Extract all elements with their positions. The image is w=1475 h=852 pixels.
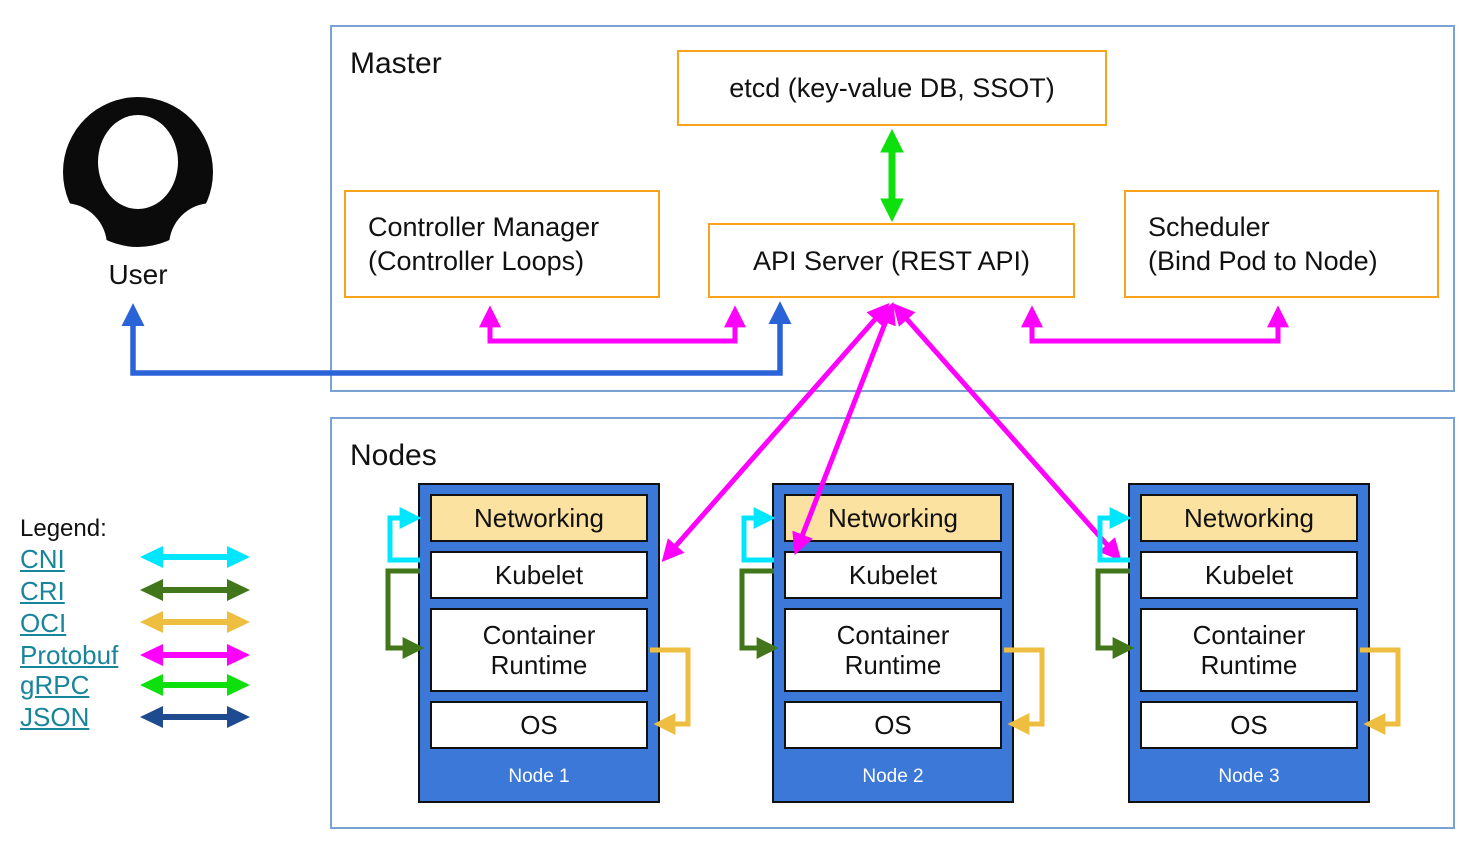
- user-label: User: [108, 259, 168, 290]
- node-3-kubelet-layer: Kubelet: [1140, 551, 1358, 599]
- node-2-label: Node 2: [862, 766, 924, 787]
- nodes-title: Nodes: [350, 439, 437, 472]
- legend-link-protobuf[interactable]: Protobuf: [20, 640, 119, 670]
- legend-title: Legend:: [20, 515, 107, 542]
- scheduler-label-line1: Scheduler: [1148, 212, 1270, 242]
- node-2-networking-layer: Networking: [784, 494, 1002, 542]
- legend-link-grpc[interactable]: gRPC: [20, 670, 90, 700]
- etcd-box: etcd (key-value DB, SSOT): [677, 50, 1107, 126]
- scheduler-label-line2: (Bind Pod to Node): [1148, 246, 1378, 276]
- controller-manager-label-line1: Controller Manager: [368, 212, 600, 242]
- legend-arrow-json: [140, 706, 250, 728]
- etcd-label: etcd (key-value DB, SSOT): [729, 73, 1055, 103]
- node-2-os-layer: OS: [784, 701, 1002, 749]
- legend-link-cri[interactable]: CRI: [20, 576, 65, 606]
- user-avatar-icon: [60, 97, 216, 251]
- legend-arrow-grpc: [140, 674, 250, 696]
- node-3-label: Node 3: [1218, 766, 1280, 787]
- node-2: Networking Kubelet Container Runtime OS …: [772, 483, 1014, 803]
- node-3-container-runtime-layer: Container Runtime: [1140, 608, 1358, 692]
- master-title: Master: [350, 47, 442, 80]
- node-1-label: Node 1: [508, 766, 570, 787]
- node-1-networking-layer: Networking: [430, 494, 648, 542]
- legend-link-oci[interactable]: OCI: [20, 608, 67, 638]
- node-3-networking-layer: Networking: [1140, 494, 1358, 542]
- api-server-label: API Server (REST API): [752, 245, 1031, 276]
- legend-arrow-oci: [140, 611, 250, 633]
- legend-arrow-cni: [140, 546, 250, 568]
- controller-manager-box: Controller Manager (Controller Loops): [344, 190, 660, 298]
- scheduler-box: Scheduler (Bind Pod to Node): [1124, 190, 1439, 298]
- controller-manager-label-line2: (Controller Loops): [368, 246, 585, 276]
- node-1-container-runtime-layer: Container Runtime: [430, 608, 648, 692]
- node-1-os-layer: OS: [430, 701, 648, 749]
- legend-link-json[interactable]: JSON: [20, 702, 90, 732]
- api-server-box: API Server (REST API): [708, 223, 1075, 298]
- legend-arrow-protobuf: [140, 644, 250, 666]
- legend-link-cni[interactable]: CNI: [20, 544, 65, 574]
- node-2-container-runtime-layer: Container Runtime: [784, 608, 1002, 692]
- node-3: Networking Kubelet Container Runtime OS …: [1128, 483, 1370, 803]
- node-1-kubelet-layer: Kubelet: [430, 551, 648, 599]
- legend-arrow-cri: [140, 579, 250, 601]
- node-3-os-layer: OS: [1140, 701, 1358, 749]
- node-2-kubelet-layer: Kubelet: [784, 551, 1002, 599]
- node-1: Networking Kubelet Container Runtime OS …: [418, 483, 660, 803]
